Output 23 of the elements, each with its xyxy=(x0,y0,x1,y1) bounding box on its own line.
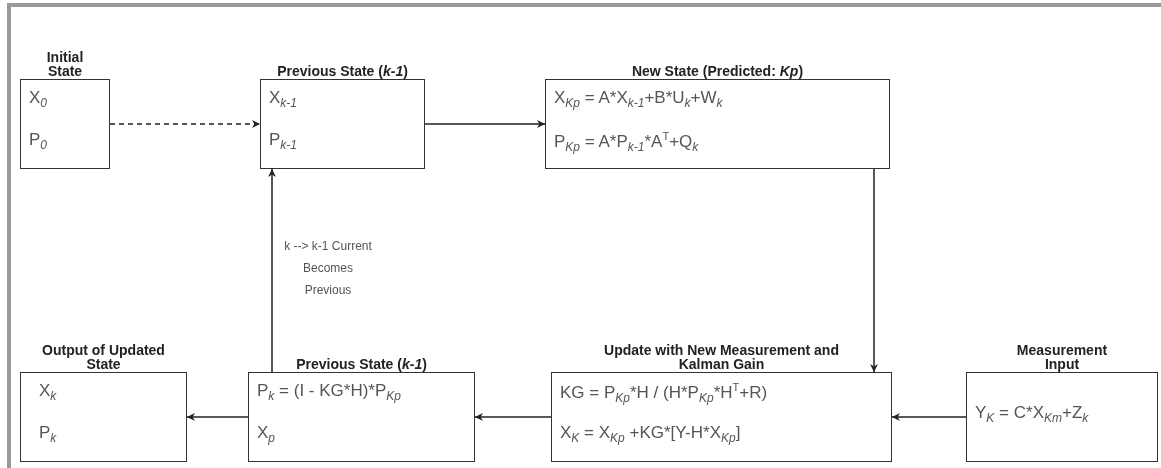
equation: X$_{0}$ xyxy=(29,88,48,111)
equation: X$_{Kp}$ = A*X$_{k-1}$+B*U$_{k}$+W$_{k}$ xyxy=(554,88,723,111)
arrow xyxy=(268,168,276,373)
equation: X$_{p}$ xyxy=(257,423,276,446)
equation: P$_{0}$ xyxy=(29,130,48,153)
equation: Y$_{K}$ = C*X$_{Km}$+Z$_{k}$ xyxy=(975,403,1089,426)
equation: X$_{k}$ xyxy=(39,381,57,404)
equation: X$_{K}$ = X$_{Kp}$ +KG*[Y-H*X$_{Kp}$] xyxy=(560,423,741,446)
equation: X$_{k-1}$ xyxy=(269,88,297,111)
arrow xyxy=(870,168,878,373)
arrow xyxy=(109,120,261,128)
box-heading: Previous State (k-1) xyxy=(296,357,427,371)
box-heading: New State (Predicted: Kp) xyxy=(631,64,804,78)
equation: KG = P$_{Kp}$*H / (H*P$_{Kp}$*H$^{T}$+R) xyxy=(560,381,768,406)
arrow xyxy=(186,413,249,421)
arrow xyxy=(424,120,546,128)
arrow xyxy=(474,413,552,421)
equation: P$_{Kp}$ = A*P$_{k-1}$*A$^{T}$+Q$_{k}$ xyxy=(554,130,699,155)
equation: P$_{k-1}$ xyxy=(269,130,297,153)
equation: P$_{k}$ xyxy=(39,423,57,446)
arrow xyxy=(891,413,967,421)
equation: P$_{k}$ = (I - KG*H)*P$_{Kp}$ xyxy=(257,381,401,404)
box-heading: Previous State (k-1) xyxy=(277,64,408,78)
